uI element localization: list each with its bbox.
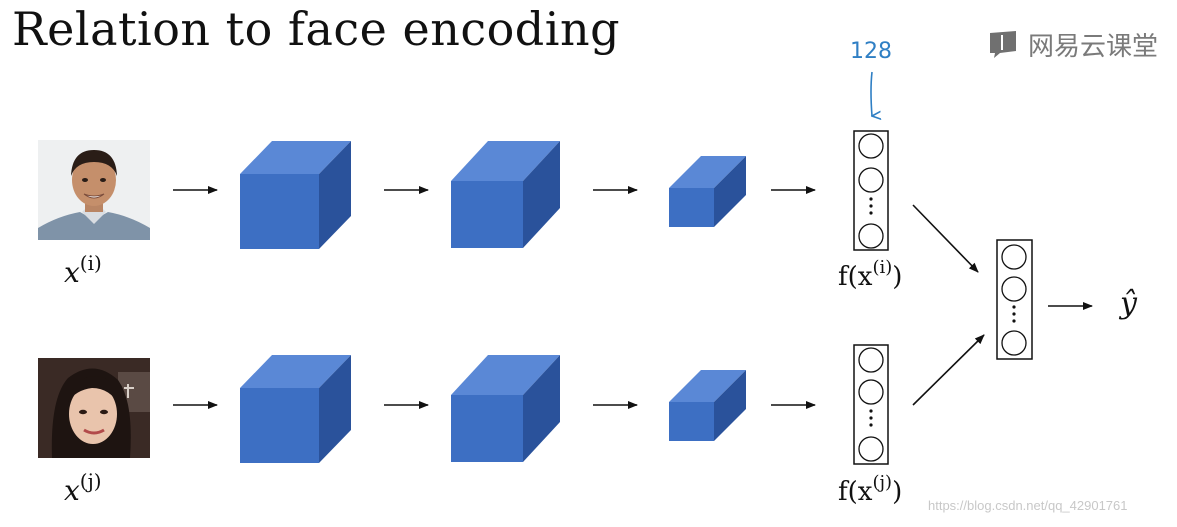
conv-block-3-top [669,156,746,227]
arrow-bottom-encoding-to-combiner [912,334,985,406]
brand-text: 网易云课堂 [1028,31,1159,62]
conv-block-1-top [240,141,351,249]
conv-block-1-bottom [240,355,351,463]
input-photo-man [38,140,150,240]
encoding-vector-top [853,130,889,251]
conv-block-3-bottom [669,370,746,441]
arrow-top-encoding-to-combiner [912,204,979,273]
brand-logo: 网易云课堂 [988,26,1158,62]
conv-block-2-top [451,141,560,248]
encoding-vector-bottom [853,344,889,465]
speech-bubble-book-icon [990,31,1016,58]
encoding-label-top: f(x(i)) [838,257,902,292]
handwritten-128-annotation: 128 [850,39,892,64]
encoding-label-bottom: f(x(j)) [838,472,902,507]
input-label-bottom: x(j) [64,469,102,507]
slide-title: Relation to face encoding [12,2,621,56]
woman-face-photo [38,358,150,458]
watermark-url: https://blog.csdn.net/qq_42901761 [928,498,1128,513]
input-photo-woman [38,358,150,458]
handwritten-arrow [870,71,872,116]
input-label-top: x(i) [64,251,102,289]
combiner-vector [996,239,1033,360]
output-label-y-hat: ŷ [1118,286,1138,321]
conv-block-2-bottom [451,355,560,462]
man-face-photo [38,140,150,240]
